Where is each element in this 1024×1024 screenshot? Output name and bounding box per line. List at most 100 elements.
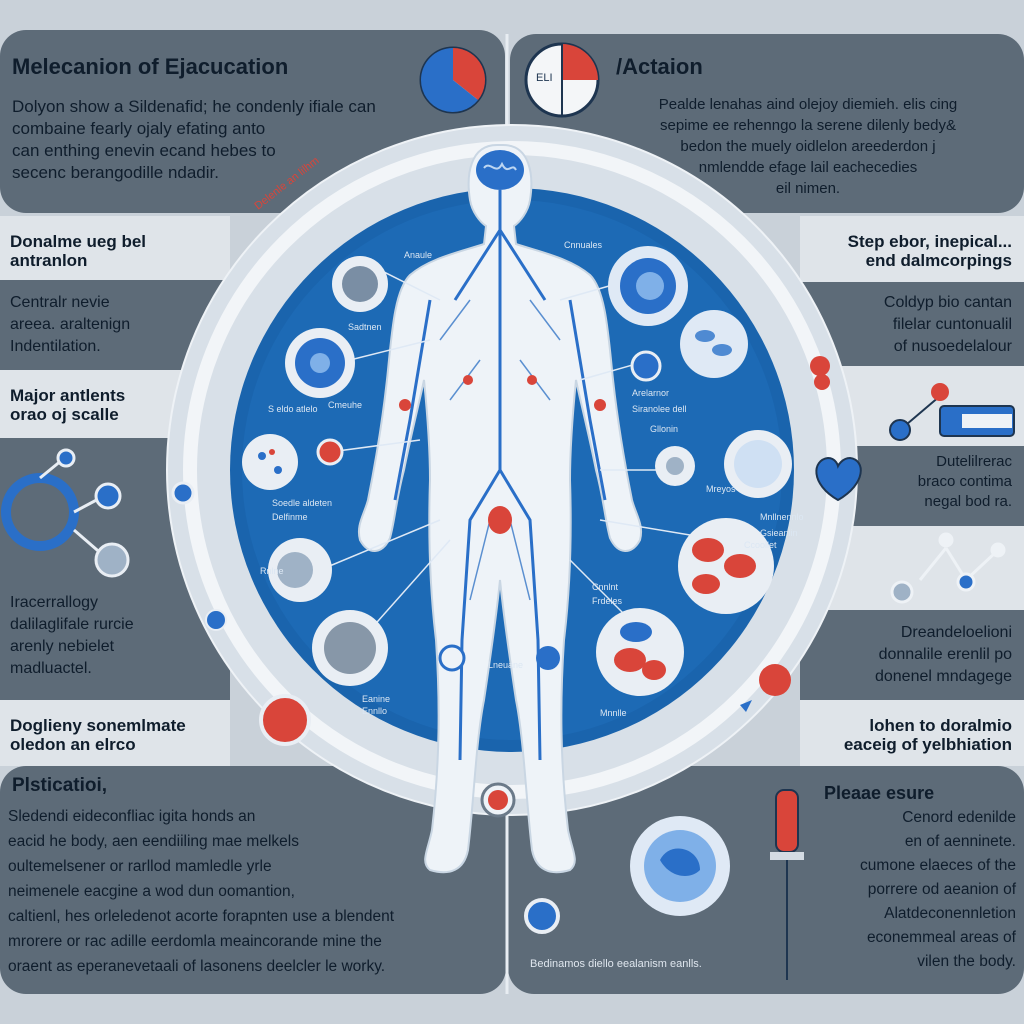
text-line: Sledendi eideconfliac igita honds an — [8, 808, 256, 825]
cell-cluster-icon — [596, 608, 684, 696]
text-line: donnalile erenlil po — [878, 646, 1012, 663]
title-line: end dalmcorpings — [865, 251, 1012, 270]
left-section-3-text: Iracerrallogy dalilaglifale rurcie arenl… — [10, 592, 134, 680]
capsule-icon — [268, 538, 332, 602]
title-line: antranlon — [10, 251, 88, 270]
right-section-1-text: Coldyp bio cantan filelar cuntonualil of… — [812, 292, 1012, 358]
brain-closeup-icon — [630, 816, 730, 916]
bottom-left-title: Plsticatioi, — [12, 775, 108, 796]
text-line: madluactel. — [10, 660, 92, 677]
title-line: lohen to doralmio — [869, 716, 1012, 735]
top-left-line: Dolyon show a Sildenafid; he condenly if… — [12, 97, 376, 116]
text-line: areea. araltenign — [10, 316, 131, 333]
text-line: oraent as eperanevetaali of lasonens dee… — [8, 958, 386, 975]
diagram-label: Ennllo — [362, 706, 387, 716]
knee-joint-icon — [438, 644, 466, 672]
diagram-label: Ccoollet — [744, 540, 777, 550]
top-left-title: Melecanion of Ejacucation — [12, 54, 289, 79]
text-line: dalilaglifale rurcie — [10, 616, 134, 633]
bottom-right-text: Cenord edenilde en of aenninete. cumone … — [820, 806, 1016, 974]
top-right-line: nmlendde efage lail eachecedies — [698, 159, 918, 176]
artery-section-icon — [285, 328, 355, 398]
crystal-cell-icon — [724, 430, 792, 498]
right-band-4 — [800, 700, 1024, 766]
brain-icon — [476, 150, 524, 190]
text-line: filelar cuntonualil — [892, 316, 1012, 333]
top-left-line: combaine fearly ojaly efating anto — [12, 119, 266, 138]
diagram-label: Frdeles — [592, 596, 623, 606]
text-line: mrorere or rac adille eerdomla meaincora… — [8, 933, 382, 950]
molecule-chain-icon — [1, 448, 130, 578]
blue-dot-icon — [171, 481, 195, 505]
pie-chart-icon — [419, 46, 487, 114]
right-section-4-title: lohen to doralmio eaceig of yelbhiation — [800, 716, 1012, 754]
red-disc-icon — [259, 694, 311, 746]
diagram-label: S eldo atlelo — [268, 404, 318, 414]
pill-slider-icon — [889, 383, 1015, 441]
right-band-1 — [800, 216, 1024, 282]
diagram-label: Mnllnennlo — [760, 512, 804, 522]
title-line: eaceig of yelbhiation — [843, 735, 1012, 754]
top-right-line: Pealde lenahas aind olejoy diemieh. elis… — [658, 96, 958, 113]
text-line: Alatdeconennletion — [884, 905, 1016, 922]
diagram-label: Anaule — [404, 250, 432, 260]
title-line: orao oj scalle — [10, 405, 119, 424]
pie-chart-icon-right — [524, 42, 600, 118]
text-line: Iracerrallogy — [10, 594, 99, 611]
top-right-title: /Actaion — [616, 54, 703, 79]
diagram-label: Gllonin — [650, 424, 678, 434]
pelvic-organ-icon — [488, 506, 512, 534]
diagram-label: Siranolee dell — [632, 404, 687, 414]
ring-arrow-icon — [740, 700, 752, 712]
text-line: caltienl, hes orleledenot acorte forapnt… — [8, 908, 395, 925]
nerve-tissue-icon — [312, 610, 388, 686]
diagram-label: Delfinme — [272, 512, 308, 522]
heart-icon — [815, 456, 862, 502]
text-line: arenly nebielet — [10, 638, 115, 655]
x-marker-icon — [480, 782, 516, 818]
diagram-label: Lneuane — [488, 660, 523, 670]
top-left-line: can enthing enevin ecand hebes to — [12, 141, 276, 160]
diagram-label: Cnnlnt — [592, 582, 619, 592]
diagram-label: Cmeuhe — [328, 400, 362, 410]
diagram-label: Gsieanlin — [760, 528, 798, 538]
diagram-label: Mreyos — [706, 484, 736, 494]
diagram-label: Soedle aldeten — [272, 498, 332, 508]
blue-button-icon — [524, 898, 560, 934]
blue-node-icon — [205, 609, 227, 631]
bottom-right-panel — [508, 766, 1024, 994]
diagram-label: Cnnuales — [564, 240, 603, 250]
bottom-left-text: Sledendi eideconfliac igita honds an eac… — [8, 804, 498, 979]
text-line: Cenord edenilde — [902, 809, 1016, 826]
tissue-sample-icon — [242, 434, 298, 490]
top-right-line: bedon the muely oidlelon areederdon j — [680, 138, 936, 155]
top-left-line: secenc berangodille ndadir. — [12, 163, 219, 182]
diagram-label: Mnnlle — [600, 708, 627, 718]
pie-label: ELI — [536, 72, 553, 84]
title-line: Doglieny sonemlmate — [10, 716, 186, 735]
top-right-line: eil nimen. — [775, 180, 841, 197]
bottom-right-title: Pleaae esure — [824, 783, 935, 803]
left-band-3 — [0, 700, 230, 766]
red-node-icon — [810, 356, 830, 376]
red-dot-icon — [316, 438, 344, 466]
left-section-1-title: Donalme ueg bel antranlon — [10, 232, 146, 270]
text-line: donenel mndagege — [874, 668, 1012, 685]
right-section-3-text: Dreandeloelioni donnalile erenlil po don… — [812, 622, 1012, 688]
title-line: oledon an elrco — [10, 735, 136, 754]
text-line: Centralr nevie — [10, 294, 110, 311]
text-line: en of aenninete. — [904, 833, 1016, 850]
brain-section-icon — [608, 246, 688, 326]
diagram-label: Sadtnen — [348, 322, 382, 332]
text-line: Indentilation. — [10, 338, 101, 355]
bottom-left-panel — [0, 766, 506, 994]
molecule-network-icon — [890, 532, 1006, 604]
right-section-1-title: Step ebor, inepical... end dalmcorpings — [812, 232, 1012, 270]
text-line: Coldyp bio cantan — [883, 294, 1012, 311]
cell-icon — [332, 256, 388, 312]
top-right-text: Pealde lenahas aind olejoy diemieh. elis… — [604, 94, 1012, 199]
left-section-2-title: Major antlents orao oj scalle — [10, 386, 125, 424]
text-line: of nusoedelalour — [893, 338, 1012, 355]
right-panel-3 — [800, 610, 1024, 700]
